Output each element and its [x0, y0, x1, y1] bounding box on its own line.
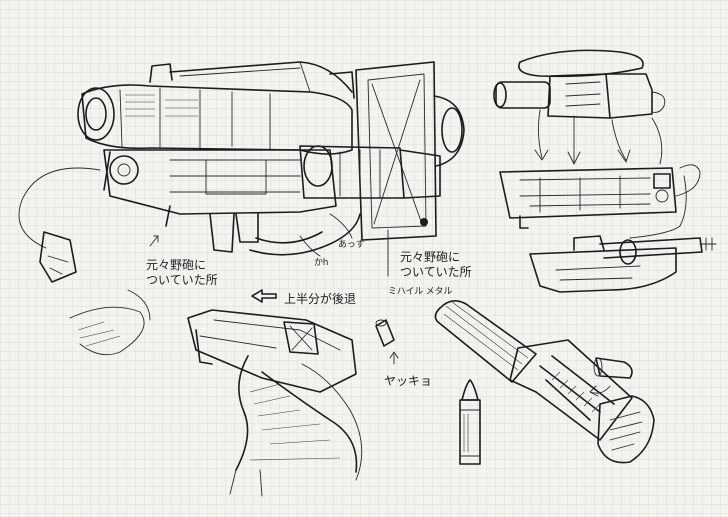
recoil-sketch — [69, 289, 363, 497]
exploded-view-sketch — [493, 49, 717, 293]
material-note: ミハイル メタル — [388, 287, 453, 297]
origin-note-right: 元々野砲に ついていた所 — [400, 250, 472, 279]
small-label-a: かh — [314, 258, 329, 268]
main-cannon-sketch — [18, 61, 465, 283]
recoil-arrow — [251, 289, 277, 303]
small-label-b: あっす — [338, 240, 365, 250]
bullet-sketch — [459, 379, 481, 465]
shell-note: ヤッキョ — [384, 374, 433, 388]
barrel-unit-sketch — [434, 300, 655, 464]
shell-casing-sketch — [375, 319, 399, 365]
origin-note-left: 元々野砲に ついていた所 — [146, 258, 218, 287]
recoil-note: 上半分が後退 — [284, 292, 357, 306]
